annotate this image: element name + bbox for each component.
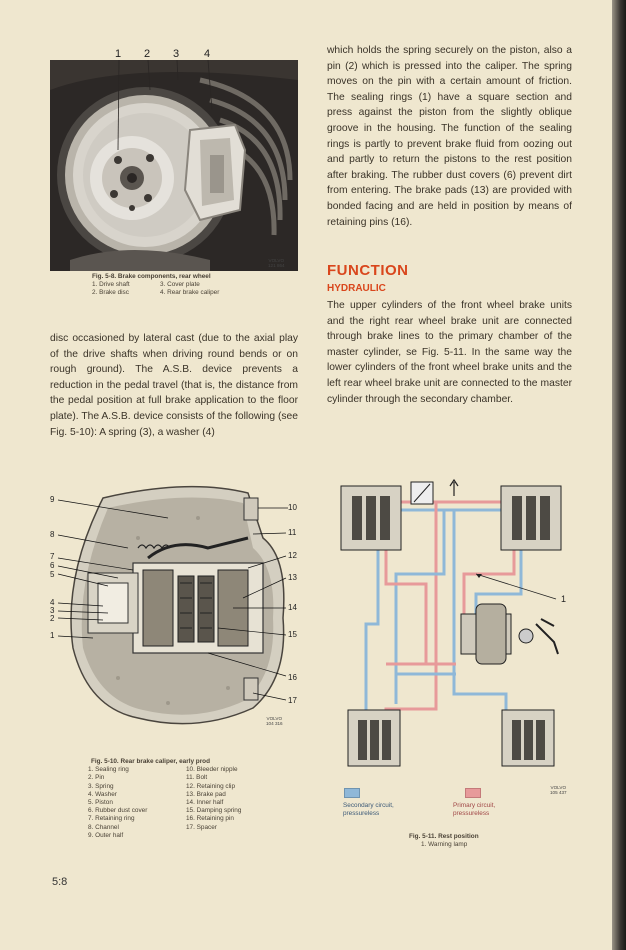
- secondary-circuit-label: Secondary circuit, pressureless: [343, 802, 394, 818]
- fig511-logo: VOLVO: [550, 785, 567, 790]
- page-edge-shadow: [612, 0, 626, 950]
- fig511-caption: Fig. 5-11. Rest position 1. Warning lamp: [409, 833, 529, 849]
- fig511-title: Fig. 5-11. Rest position: [409, 833, 479, 840]
- fig510-item: 17. Spacer: [186, 823, 217, 831]
- fig58-legend: 1. Drive shaft 3. Cover plate 2. Brake d…: [92, 281, 292, 297]
- fig510-callout: 12: [288, 551, 297, 560]
- fig510-legend: 1. Sealing ring 10. Bleeder nipple 2. Pi…: [88, 766, 288, 840]
- fig510-item: 2. Pin: [88, 774, 105, 782]
- fig510-callout: 10: [288, 503, 297, 512]
- fig510-item: 16. Retaining pin: [186, 815, 234, 823]
- fig510-item: 14. Inner half: [186, 799, 224, 807]
- fig510-item: 11. Bolt: [186, 774, 208, 782]
- primary-circuit-swatch: [465, 788, 481, 798]
- fig510-logo: VOLVO: [266, 716, 283, 721]
- heading-function: FUNCTION: [327, 262, 409, 279]
- fig510-callout: 1: [50, 631, 55, 640]
- fig510-callout: 6: [50, 561, 55, 570]
- fig510-item: 12. Retaining clip: [186, 782, 236, 790]
- secondary-circuit-swatch: [344, 788, 360, 798]
- primary-circuit-label: Primary circuit, pressureless: [453, 802, 496, 818]
- fig58-leader-lines: [117, 59, 213, 151]
- fig510-title: Fig. 5-10. Rear brake caliper, early pro…: [91, 758, 210, 765]
- fig58-logo-code: 121 864: [268, 263, 285, 268]
- fig510-callout: 14: [288, 603, 297, 612]
- fig58-callout-4: 4: [204, 48, 211, 60]
- fig510-item: 1. Sealing ring: [88, 766, 129, 774]
- fig511-callout-1: 1: [561, 594, 567, 604]
- fig510-callout: 7: [50, 552, 55, 561]
- fig58-title: Fig. 5-8. Brake components, rear wheel: [92, 273, 211, 280]
- fig510-item: 4. Washer: [88, 790, 117, 798]
- fig58-logo: VOLVO: [268, 258, 285, 263]
- fig58-callout-1: 1: [115, 48, 122, 60]
- fig510-item: 15. Damping spring: [186, 807, 242, 815]
- fig510-caption: Fig. 5-10. Rear brake caliper, early pro…: [88, 758, 288, 840]
- fig510-callout: 2: [50, 614, 55, 623]
- fig510-item: 8. Channel: [88, 823, 119, 831]
- fig510-callout: 11: [288, 528, 297, 537]
- fig510-callout: 5: [50, 570, 55, 579]
- fig510-callout: 4: [50, 598, 55, 607]
- fig58-callout-3: 3: [173, 48, 180, 60]
- fig58-volvo-stamp: VOLVO 121 864: [268, 258, 285, 268]
- fig510-item: 5. Piston: [88, 799, 113, 807]
- fig510-item: 7. Retaining ring: [88, 815, 135, 823]
- left-paragraph: disc occasioned by lateral cast (due to …: [50, 333, 298, 438]
- fig510-volvo-stamp: VOLVO 104 316: [266, 716, 283, 726]
- fig58-item: 1. Drive shaft: [92, 281, 130, 289]
- rear-brake-photo-image: [50, 60, 298, 271]
- heading-hydraulic: HYDRAULIC: [327, 283, 386, 294]
- fig510-logo-code: 104 316: [266, 721, 283, 726]
- fig510-callout: 13: [288, 573, 297, 582]
- fig510-callout: 17: [288, 696, 297, 705]
- right-paragraph-top: which holds the spring securely on the p…: [327, 45, 572, 228]
- brake-components-photo: [50, 60, 298, 271]
- fig511-logo-code: 105 437: [550, 790, 567, 795]
- fig510-item: 10. Bleeder nipple: [186, 766, 238, 774]
- fig511-volvo-stamp: VOLVO 105 437: [550, 785, 567, 795]
- fig58-item: 2. Brake disc: [92, 289, 129, 297]
- fig510-callout: 16: [288, 673, 297, 682]
- fig510-callout: 3: [50, 606, 55, 615]
- fig58-item: 3. Cover plate: [160, 281, 200, 289]
- manual-page: 1 2 3 4 VOLVO 121 864 Fig. 5-8. Brake co…: [0, 0, 612, 950]
- fig510-callout: 9: [50, 495, 55, 504]
- fig510-item: 13. Brake pad: [186, 790, 226, 798]
- fig58-item: 4. Rear brake caliper: [160, 289, 220, 297]
- fig510-callout: 15: [288, 630, 297, 639]
- fig510-item: [186, 832, 276, 840]
- fig510-callout: 8: [50, 530, 55, 539]
- page-number: 5:8: [52, 876, 68, 888]
- hydraulic-circuit-diagram: [340, 478, 562, 767]
- fig511-item: 1. Warning lamp: [421, 841, 468, 849]
- fig58-callout-2: 2: [144, 48, 151, 60]
- fig510-item: 3. Spring: [88, 782, 114, 790]
- rear-brake-caliper-drawing: [57, 485, 288, 725]
- fig510-item: 6. Rubber dust cover: [88, 807, 148, 815]
- fig510-item: 9. Outer half: [88, 831, 124, 839]
- function-paragraph: The upper cylinders of the front wheel b…: [327, 300, 572, 405]
- fig58-caption: Fig. 5-8. Brake components, rear wheel 1…: [92, 273, 292, 298]
